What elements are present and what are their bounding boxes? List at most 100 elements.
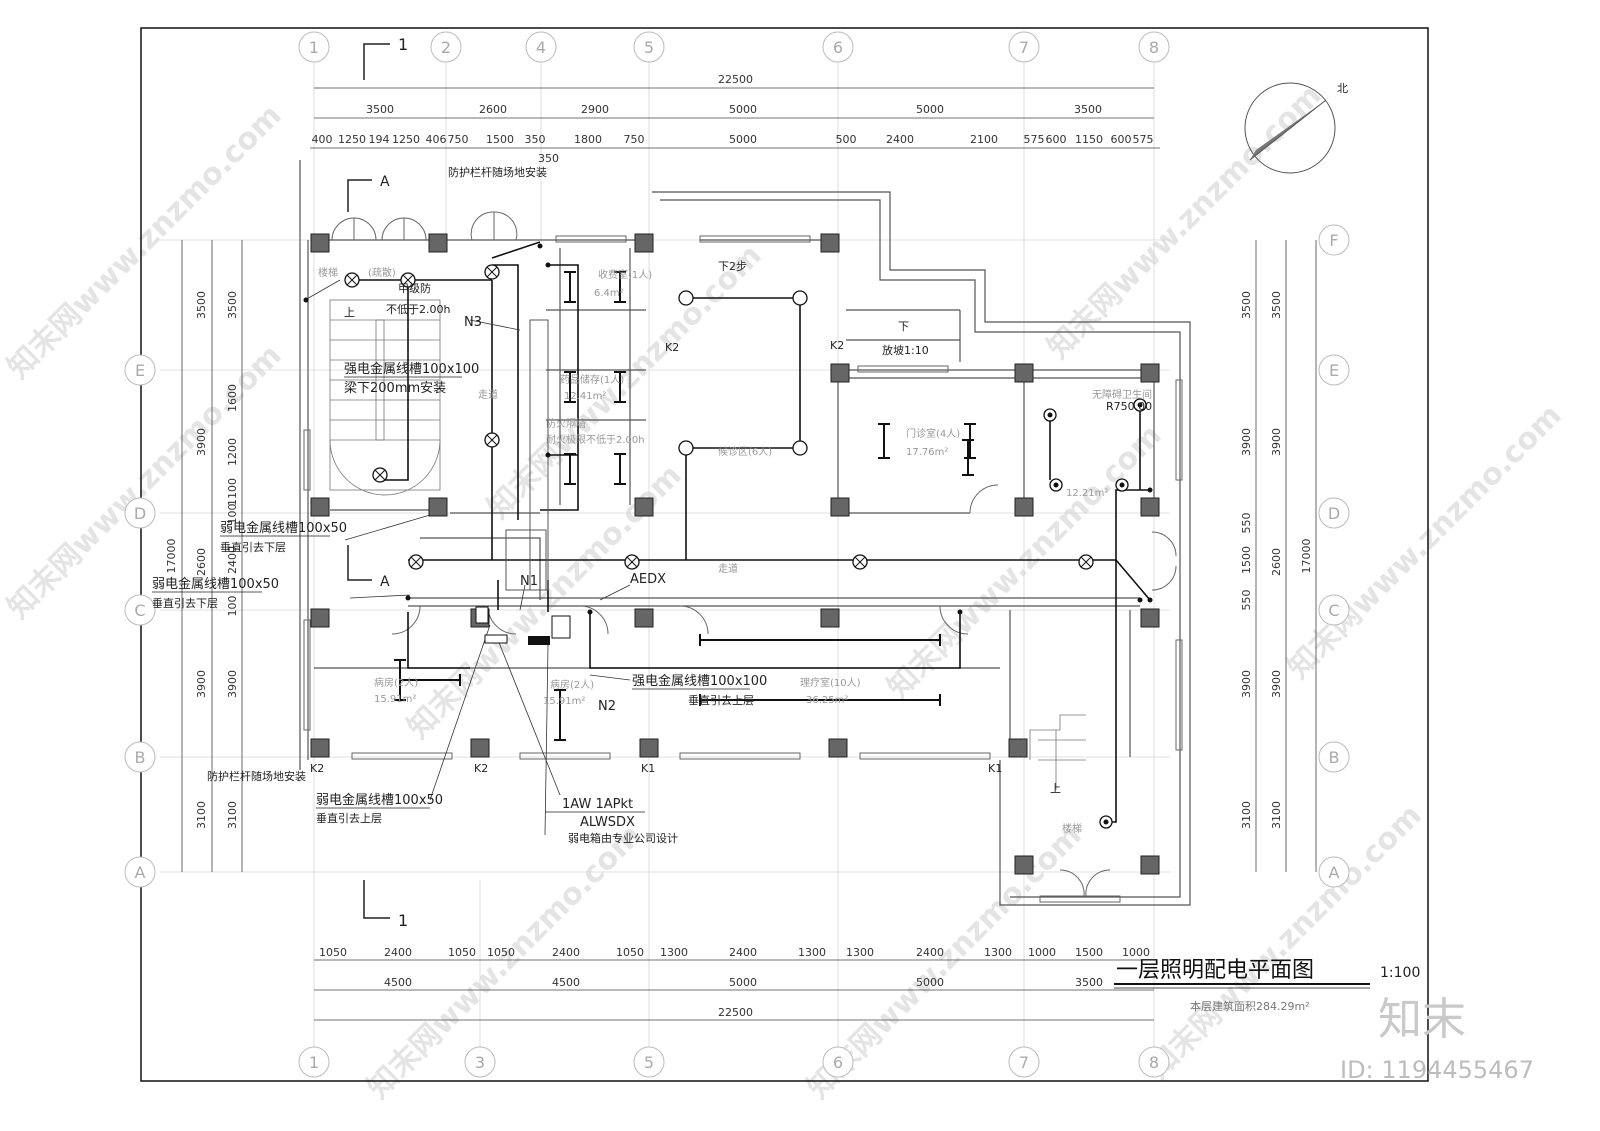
dim-text: 3900 xyxy=(195,670,208,698)
columns xyxy=(310,233,1160,875)
axis-marker-bottom-circle xyxy=(464,1046,496,1078)
switch-label: K2 xyxy=(665,341,679,354)
axis-marker-top-circle xyxy=(822,31,854,63)
radius-label: R750.00 xyxy=(1106,400,1152,413)
dim-text: 1500 xyxy=(1075,946,1103,959)
dim-text: 5000 xyxy=(729,976,757,989)
dim-text: 575 xyxy=(1133,133,1154,146)
dim-text: 3500 xyxy=(1075,976,1103,989)
trunk-callout: 梁下200mm安装 xyxy=(344,381,446,396)
dim-text: 2600 xyxy=(195,548,208,576)
dim-text: 1300 xyxy=(660,946,688,959)
dim-text: 3100 xyxy=(1240,801,1253,829)
column xyxy=(1014,363,1034,383)
dim-text: 2400 xyxy=(226,546,239,574)
axis-marker-top-circle xyxy=(1138,31,1170,63)
dim-text: 5000 xyxy=(729,103,757,116)
drawing-title: 一层照明配电平面图 xyxy=(1116,958,1314,983)
dim-text: 1050 xyxy=(616,946,644,959)
top-total-dim: 22500 xyxy=(718,73,753,86)
axis-marker-left: B xyxy=(135,748,146,767)
dim-text: 750 xyxy=(448,133,469,146)
wall-note: 防火隔墙 xyxy=(546,417,586,430)
dim-text: 500 xyxy=(836,133,857,146)
railing-note: 防护栏杆随场地安装 xyxy=(207,769,306,783)
right-dim-texts: 3500390055015005503900310035003900260039… xyxy=(1240,291,1313,829)
section-mark-label: 1 xyxy=(398,35,408,54)
dim-text: 750 xyxy=(624,133,645,146)
dim-text: 17000 xyxy=(1300,539,1313,574)
column xyxy=(1140,855,1160,875)
light-switch-icon xyxy=(545,452,551,458)
dim-text: 550 xyxy=(1240,513,1253,534)
watermark-text: 知末网www.znzmo.com xyxy=(881,418,1169,706)
watermark-text: 知末网www.znzmo.com xyxy=(1281,398,1569,686)
lamp-center xyxy=(1047,412,1053,418)
axis-marker-left-circle xyxy=(124,497,156,529)
trunk-callout: 强电金属线槽100x100 xyxy=(632,673,767,689)
dim-text: 3900 xyxy=(1240,670,1253,698)
column xyxy=(428,497,448,517)
dim-text: 3900 xyxy=(1270,428,1283,456)
ramp-label: 放坡1:10 xyxy=(882,343,929,357)
ceiling-lamp-icon xyxy=(678,440,694,456)
trunk-callout: 垂直引去下层 xyxy=(152,596,218,610)
ceiling-light-cross xyxy=(854,556,866,568)
floor-area: 本层建筑面积284.29m² xyxy=(1190,999,1310,1013)
wall-note: 耐火极限不低于2.00h xyxy=(546,433,645,446)
dim-text: 400 xyxy=(312,133,333,146)
axis-marker-top: 7 xyxy=(1019,38,1029,57)
column xyxy=(310,738,330,758)
dim-text: 600 xyxy=(1046,133,1067,146)
dim-text: 1500 xyxy=(1240,546,1253,574)
axis-marker-right: C xyxy=(1328,601,1339,620)
stair-room-label: (疏散) xyxy=(368,266,396,279)
room-label: 药品储存(1人) xyxy=(560,373,624,386)
ceiling-lamp-icon xyxy=(792,290,808,306)
ceiling-light-cross xyxy=(374,469,386,481)
switch-label: K2 xyxy=(310,762,324,775)
ceiling-light-cross xyxy=(626,556,638,568)
left-dim-texts: 3500390026003900310017000350016001200110… xyxy=(165,291,239,829)
axis-marker-top: 8 xyxy=(1149,38,1159,57)
room-area: 17.76m² xyxy=(906,447,948,458)
room-area: 15.91m² xyxy=(374,694,416,705)
light-switch-icon xyxy=(1137,597,1143,603)
dim-text: 2100 xyxy=(970,133,998,146)
dim-text: 1000 xyxy=(1122,946,1150,959)
trunk-callout: 弱电金属线槽100x50 xyxy=(316,792,443,808)
leader-lines xyxy=(304,279,631,836)
dim-text: 2400 xyxy=(384,946,412,959)
room-label: 候诊区(6人) xyxy=(718,445,772,458)
dim-text: 1150 xyxy=(1075,133,1103,146)
dim-text: 1300 xyxy=(846,946,874,959)
circuit-label: N3 xyxy=(464,315,482,330)
axis-marker-left-circle xyxy=(124,354,156,386)
axis-marker-top: 5 xyxy=(644,38,654,57)
dim-text: 1800 xyxy=(574,133,602,146)
trunk-callout: 垂直引去上层 xyxy=(316,811,382,825)
watermark-text: 知末网www.znzmo.com xyxy=(481,238,769,526)
axis-marker-bottom-circle xyxy=(298,1046,330,1078)
section-mark-label: A xyxy=(380,174,390,190)
axis-marker-right-circle xyxy=(1318,497,1350,529)
column xyxy=(1140,608,1160,628)
dim-text: 1050 xyxy=(487,946,515,959)
dim-text: 5000 xyxy=(916,976,944,989)
axis-marker-right: D xyxy=(1328,504,1340,523)
dim-text: 194 xyxy=(369,133,390,146)
room-label: 门诊室(4人) xyxy=(906,427,960,440)
panel-callout: 弱电箱由专业公司设计 xyxy=(568,831,678,845)
panel-label: AEDX xyxy=(630,572,666,587)
axis-marker-top-circle xyxy=(525,31,557,63)
axis-marker-right-circle xyxy=(1318,741,1350,773)
light-switch-icon xyxy=(303,297,309,303)
column xyxy=(639,738,659,758)
section-marks xyxy=(347,43,390,919)
dim-text: 4500 xyxy=(552,976,580,989)
axis-marker-bottom: 8 xyxy=(1149,1053,1159,1072)
axis-marker-top: 6 xyxy=(833,38,843,57)
dim-text: 3900 xyxy=(1270,670,1283,698)
